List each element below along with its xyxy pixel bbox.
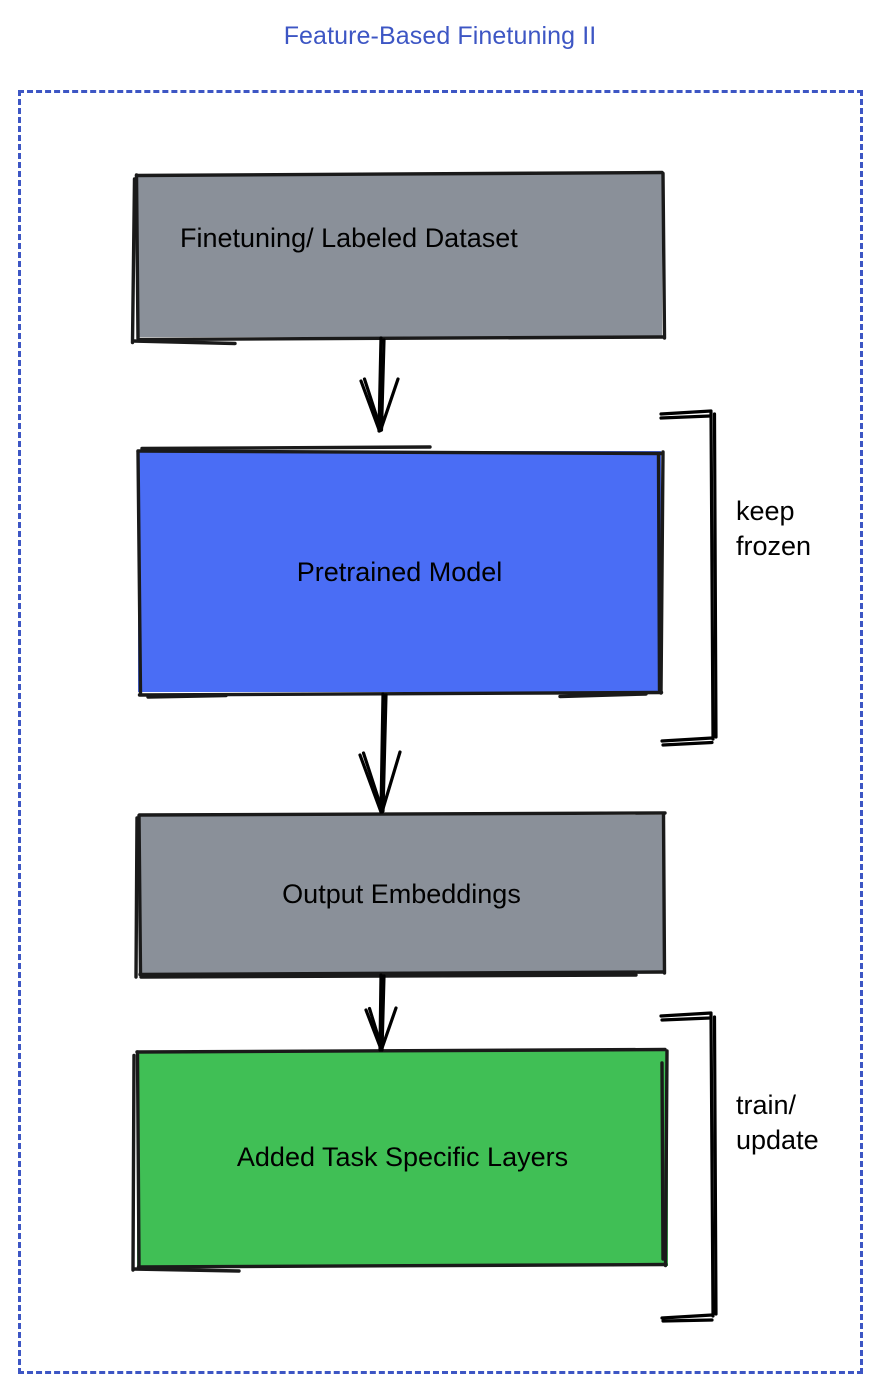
annotation-label-train-update: train/ update [736,1090,819,1155]
node-pretrained-model[interactable]: Pretrained Model [136,445,665,699]
node-label: Finetuning/ Labeled Dataset [180,223,518,253]
node-added-task-specific-layers[interactable]: Added Task Specific Layers [131,1047,669,1273]
node-finetuning-labeled-dataset[interactable]: Finetuning/ Labeled Dataset [130,170,667,346]
node-label: Pretrained Model [296,557,503,587]
node-fill [137,1051,668,1266]
node-fill [138,451,661,692]
node-fill [139,815,664,973]
diagram-title: Feature-Based Finetuning II [283,22,597,50]
node-fill [137,174,662,337]
node-output-embeddings[interactable]: Output Embeddings [134,811,667,979]
node-label: Output Embeddings [282,879,521,909]
annotation-label-keep-frozen: keep frozen [736,496,812,561]
node-label: Added Task Specific Layers [236,1142,569,1172]
outer-dashed-frame [18,90,863,1374]
